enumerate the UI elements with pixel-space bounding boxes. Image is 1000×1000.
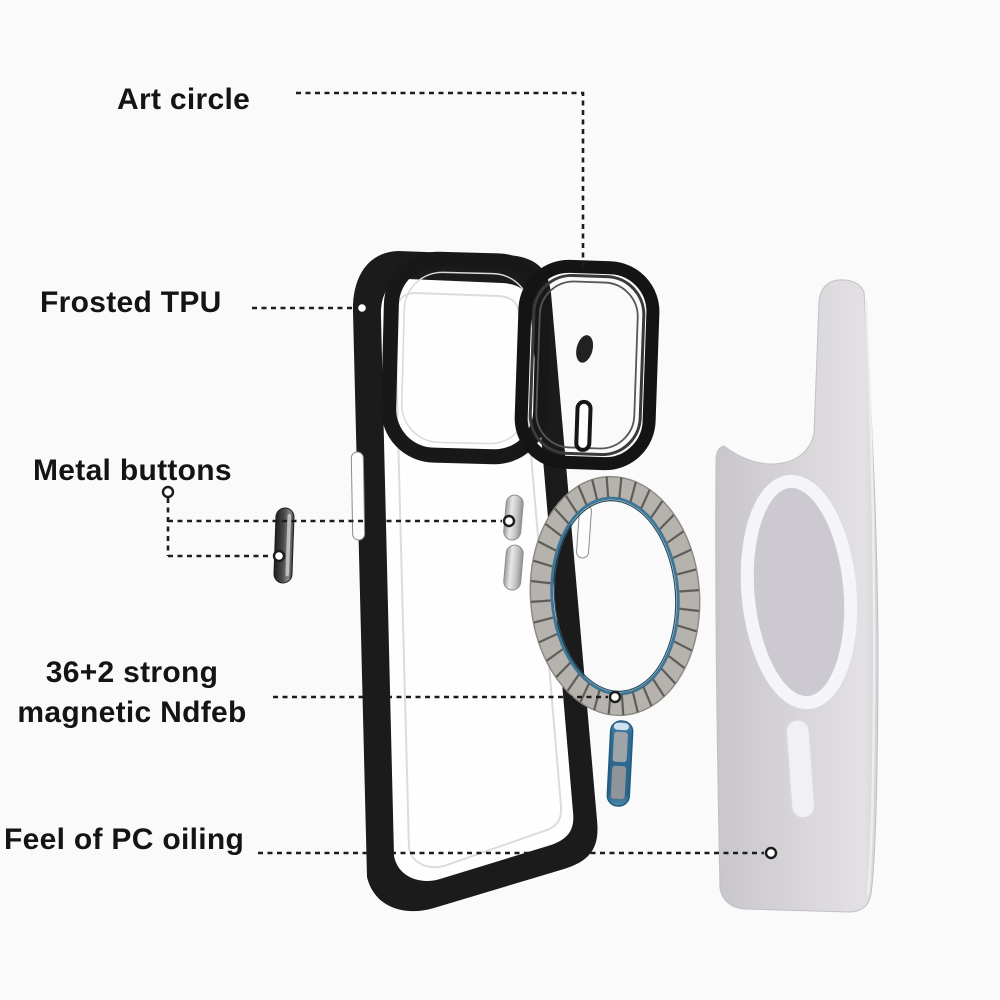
magnet-inner-rim-dark — [553, 500, 677, 692]
callout-connectors — [161, 91, 778, 860]
label-metal-buttons: Metal buttons — [33, 454, 232, 487]
magnet-dot — [608, 690, 622, 704]
label-art-circle: Art circle — [117, 83, 251, 116]
case-black-rim — [352, 251, 598, 912]
magsafe-align-slot — [785, 719, 816, 819]
blue-power-button — [606, 720, 634, 807]
blue-button-face-top — [612, 731, 628, 763]
magsafe-ring — [740, 474, 858, 710]
label-magnet-line2: magnetic Ndfeb — [17, 696, 247, 729]
art-ring-ridge-1 — [528, 273, 646, 457]
back-plate-edge-highlight — [864, 299, 876, 896]
magsafe-inner-disc — [753, 487, 845, 697]
left-rim-slot — [350, 451, 366, 541]
pc-oiling-dot — [764, 846, 778, 860]
magnet-segment-ticks — [530, 476, 700, 716]
art-ring-inner-slot — [574, 399, 593, 452]
case-frame — [350, 251, 598, 912]
art-ring-main — [514, 259, 660, 471]
magnet-inner-rim-blue — [550, 496, 680, 696]
dark-button-body — [273, 507, 295, 584]
label-pc-oiling: Feel of PC oiling — [4, 823, 245, 856]
frosted-back-plate — [715, 279, 879, 913]
magsafe-area — [740, 474, 858, 710]
blue-button-top-cap — [613, 722, 629, 731]
art-ring-inner-tab — [576, 335, 594, 363]
camera-cutout-rim — [381, 251, 551, 465]
silver-button-bottom — [503, 544, 524, 591]
dark-button-highlight — [285, 514, 292, 577]
art-circle-connector — [296, 91, 585, 270]
metal-buttons-dot-label — [161, 485, 175, 499]
blue-button-face-bottom — [610, 765, 627, 800]
dark-side-button — [273, 507, 295, 584]
frosted-tpu-dot — [355, 301, 369, 315]
magnet-ring — [529, 475, 701, 717]
label-magnet: 36+2 strong magnetic Ndfeb — [0, 653, 270, 733]
label-magnet-line1: 36+2 strong — [45, 656, 219, 689]
metal-buttons-dot-silver — [502, 514, 516, 528]
label-frosted-tpu: Frosted TPU — [40, 286, 222, 319]
art-circle-ring — [514, 259, 660, 471]
metal-buttons-dot-dark — [272, 549, 286, 563]
